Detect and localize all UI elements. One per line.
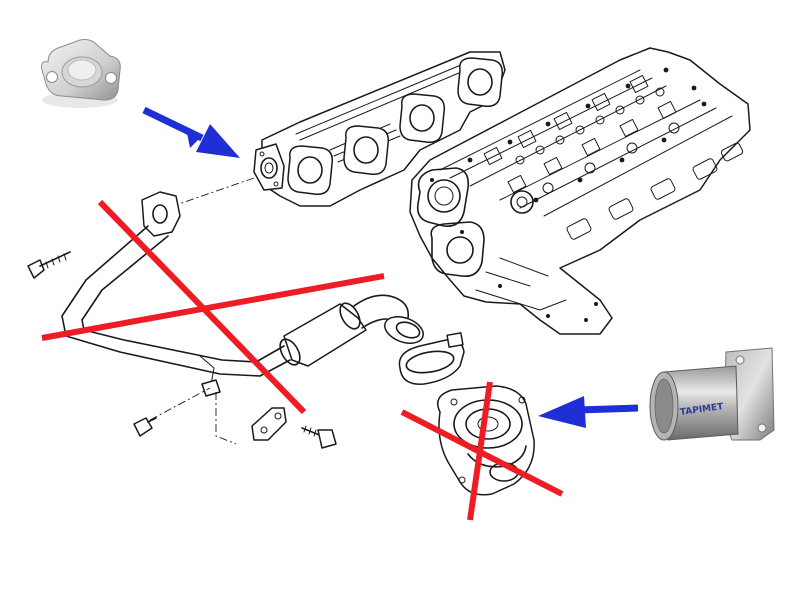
cross-egr-pipe xyxy=(41,199,385,415)
bolt-top-left xyxy=(27,251,71,279)
cylinder-head xyxy=(409,47,751,335)
blanking-plate xyxy=(41,39,121,108)
bolt-bottom-center xyxy=(301,425,337,449)
replacement-pipe: TAPIMET xyxy=(649,347,775,441)
cross-egr-valve xyxy=(400,381,564,521)
arrow-pipe-to-valve xyxy=(538,396,639,428)
arrow-plate-to-manifold xyxy=(142,106,240,158)
exhaust-manifold xyxy=(253,51,506,207)
bolt-bottom-left xyxy=(133,417,157,437)
egr-pipe xyxy=(27,191,465,449)
